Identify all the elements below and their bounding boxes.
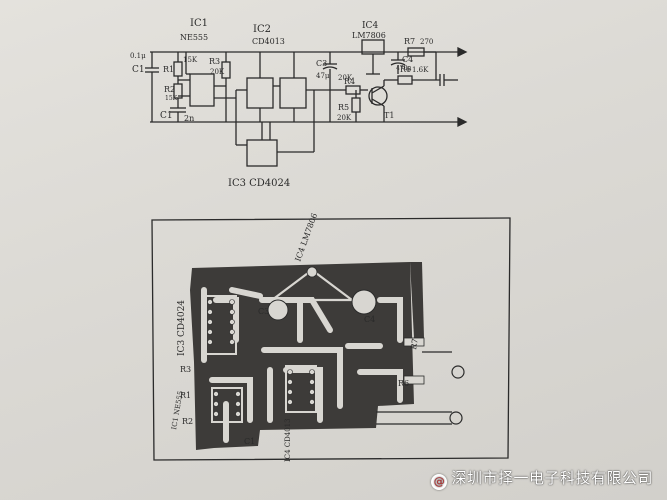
c4-value-label: 470μ [396, 65, 411, 72]
r1-resistor [173, 61, 183, 77]
ic2-part-label: CD4013 [252, 37, 285, 46]
c4-plate-bottom [390, 62, 406, 66]
r5-name-label: R5 [338, 103, 349, 112]
pcb-r6-label: R6 [398, 379, 409, 388]
pcb-c3-label: C3 [258, 307, 269, 316]
r2-name-label: R2 [164, 85, 175, 94]
c1-name-label: C1 [132, 65, 145, 75]
c3-plate-bottom [322, 66, 338, 70]
r4-name-label: R4 [344, 77, 355, 86]
pcb-regulator-traces [268, 268, 356, 302]
r6-name-label: R6 [400, 65, 411, 74]
pcb-c4-label: C4 [364, 315, 375, 324]
c1b-name-label: C1 [160, 111, 173, 121]
cd4013-flipflop-1 [246, 77, 274, 109]
r7-name-label: R7 [404, 37, 415, 46]
schematic [145, 39, 468, 167]
c3-value-label: 47μ [316, 72, 330, 80]
schematic-labels: IC1 NE555 IC2 CD4013 IC3 CD4024 IC4 LM78… [130, 18, 433, 189]
pcb-c4-footprint [351, 289, 377, 315]
r5-value-label: 20K [337, 114, 352, 122]
ic4-part-label: LM7806 [352, 31, 386, 40]
pcb-r6-footprint [403, 375, 425, 385]
pcb-layout [151, 217, 511, 461]
pcb-outline [151, 217, 511, 461]
t1-transistor [368, 86, 388, 106]
r4-resistor [345, 85, 361, 95]
watermark: @深圳市择一电子科技有限公司 [431, 467, 653, 490]
r3-name-label: R3 [209, 57, 220, 66]
ne555-chip [189, 73, 215, 107]
ic2-name-label: IC2 [253, 24, 271, 35]
c1-value-label: 0.1μ [130, 52, 146, 60]
pcb-ic3-label: IC3 CD4024 [177, 300, 187, 356]
pcb-r7-footprint [403, 337, 425, 347]
watermark-logo-icon: @ [431, 474, 448, 490]
r7-value-label: 270 [420, 38, 433, 46]
pcb-r1-label: R1 [180, 391, 191, 400]
r1-value-label: 15K [183, 56, 198, 64]
r3-value-label: 20K [210, 68, 225, 76]
pcb-regulator-pad [306, 266, 318, 278]
c3-name-label: C3 [316, 59, 327, 68]
ic3-label: IC3 CD4024 [228, 178, 290, 189]
pcb-r2-label: R2 [182, 417, 193, 426]
pcb-output-pad-bottom [449, 411, 463, 425]
positive-rail-arrow [457, 46, 468, 58]
r5-resistor [351, 97, 361, 113]
c4-name-label: C4 [402, 55, 413, 64]
cd4024-chip [246, 139, 278, 167]
cd4013-flipflop-2 [279, 77, 307, 109]
r4-value-label: 20K [338, 74, 353, 82]
pcb-ne555-footprint [211, 387, 243, 423]
ground-rail-arrow [457, 116, 468, 128]
ic1-part-label: NE555 [180, 33, 208, 42]
pcb-output-pad-top [451, 365, 465, 379]
pcb-c1-label: C1 [244, 437, 255, 446]
pcb-cd4013-footprint [285, 365, 317, 413]
c1b-value-label: 2n [184, 114, 194, 123]
r6-resistor [397, 75, 413, 85]
pcb-ic4b-label: IC4 CD4013 [284, 418, 292, 462]
pcb-r3-label: R3 [180, 365, 191, 374]
watermark-text: 深圳市择一电子科技有限公司 [451, 469, 653, 487]
copper-strip-right [410, 262, 424, 338]
pcb-c3-footprint [267, 299, 289, 321]
pcb-r7-label: R7 [409, 338, 420, 351]
r2-value-label: 15K [165, 95, 178, 102]
t1-name-label: T1 [384, 111, 394, 120]
r6-value-label: 1.6K [412, 66, 429, 74]
pcb-pads [207, 299, 315, 417]
r1-name-label: R1 [163, 65, 174, 74]
ic1-name-label: IC1 [190, 18, 208, 29]
ic4-name-label: IC4 [362, 21, 378, 31]
pcb-cd4024-footprint [205, 295, 237, 355]
